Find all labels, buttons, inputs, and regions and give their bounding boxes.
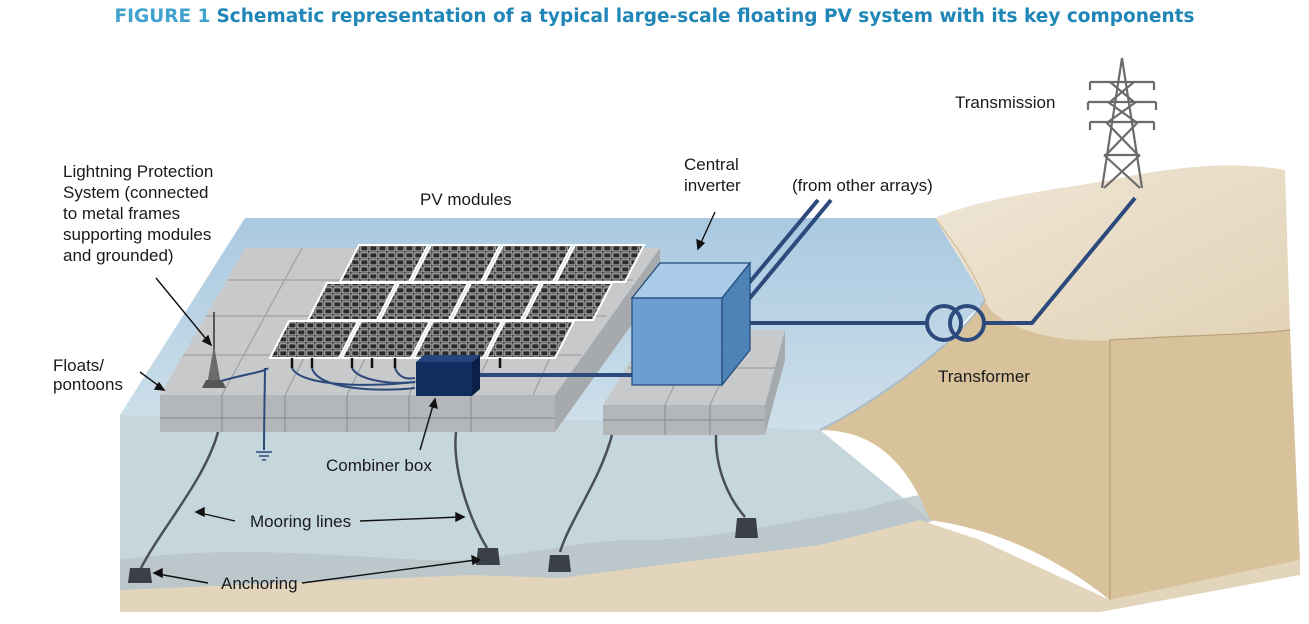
label-anchoring: Anchoring bbox=[221, 574, 298, 593]
label-transmission: Transmission bbox=[955, 93, 1055, 112]
lake-bed bbox=[120, 495, 935, 605]
lightning-rod-icon bbox=[202, 312, 226, 388]
label-combiner-box: Combiner box bbox=[326, 456, 432, 475]
central-inverter-box bbox=[630, 261, 752, 387]
mooring-lines bbox=[138, 431, 746, 571]
other-array-cables bbox=[747, 198, 833, 301]
label-mooring-lines: Mooring lines bbox=[250, 512, 351, 531]
anchor-icon bbox=[476, 548, 500, 565]
pv-module-array bbox=[268, 244, 646, 368]
leader-arrows bbox=[139, 211, 716, 584]
figure-number: FIGURE 1 bbox=[114, 6, 211, 27]
land-plateau bbox=[935, 165, 1290, 341]
dc-cables bbox=[217, 367, 416, 451]
label-lightning-protection: Lightning Protection System (connected t… bbox=[63, 162, 218, 265]
anchor-icon bbox=[735, 518, 758, 538]
figure-caption: Schematic representation of a typical la… bbox=[216, 6, 1195, 27]
cliff-face bbox=[820, 300, 1300, 600]
anchor-blocks bbox=[128, 518, 758, 583]
label-floats-pontoons: Floats/ pontoons bbox=[53, 356, 123, 394]
anchor-icon bbox=[548, 555, 571, 572]
pv-module bbox=[484, 320, 576, 359]
transmission-cable bbox=[984, 196, 1137, 325]
anchor-icon bbox=[128, 568, 152, 583]
combiner-box bbox=[416, 355, 480, 396]
pv-module bbox=[268, 320, 360, 359]
label-central-inverter: Central inverter bbox=[684, 155, 744, 195]
label-transformer: Transformer bbox=[938, 367, 1030, 386]
label-from-other-arrays: (from other arrays) bbox=[792, 176, 933, 195]
label-pv-modules: PV modules bbox=[420, 190, 512, 209]
transmission-tower-icon bbox=[1086, 57, 1158, 189]
pv-module bbox=[340, 320, 432, 359]
sand-floor bbox=[120, 520, 1300, 612]
ground-symbol-icon bbox=[256, 451, 272, 461]
